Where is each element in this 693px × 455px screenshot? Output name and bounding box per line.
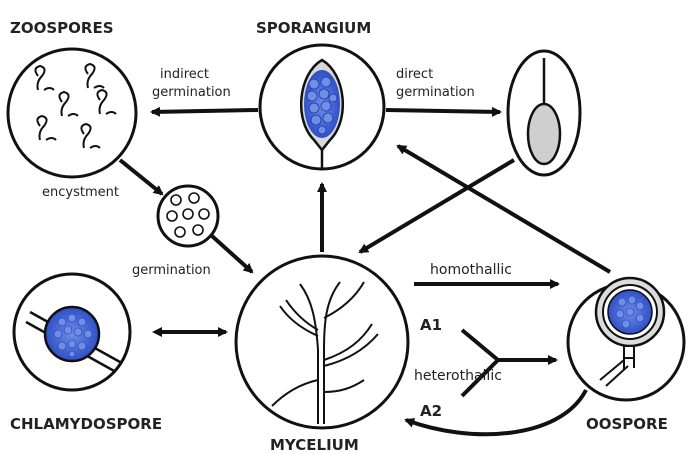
- heterothallic-label: heterothallic: [414, 368, 502, 384]
- indirect-label: indirect: [160, 67, 209, 82]
- mycelium-label: MYCELIUM: [270, 436, 359, 454]
- indirect-germination-arrow: [152, 110, 258, 112]
- germination-label: germination: [132, 263, 211, 278]
- direct-germination-label: germination: [396, 85, 475, 100]
- cyst-node: [158, 186, 218, 246]
- a1-label: A1: [420, 316, 442, 334]
- encystment-arrow: [120, 160, 162, 194]
- sporangium-label: SPORANGIUM: [256, 19, 371, 37]
- oospore-node: [568, 278, 684, 400]
- germ-tube-node: [508, 51, 580, 175]
- zoospores-node: [8, 49, 136, 177]
- zoospores-label: ZOOSPORES: [10, 19, 114, 37]
- cyst-germination-arrow: [212, 236, 252, 272]
- direct-label: direct: [396, 67, 433, 82]
- mycelium-node: [236, 256, 408, 428]
- a2-label: A2: [420, 402, 442, 420]
- chlamydospore-label: CHLAMYDOSPORE: [10, 415, 162, 433]
- direct-germination-arrow: [386, 110, 500, 112]
- encystment-label: encystment: [42, 185, 119, 200]
- germtube-to-mycelium-arrow: [360, 160, 514, 252]
- oospore-label: OOSPORE: [586, 415, 668, 433]
- indirect-germination-label: germination: [152, 85, 231, 100]
- sporangium-node: [260, 45, 384, 169]
- heterothallic-arrow-a1: [462, 330, 556, 360]
- chlamydospore-node: [14, 274, 130, 390]
- homothallic-label: homothallic: [430, 262, 512, 278]
